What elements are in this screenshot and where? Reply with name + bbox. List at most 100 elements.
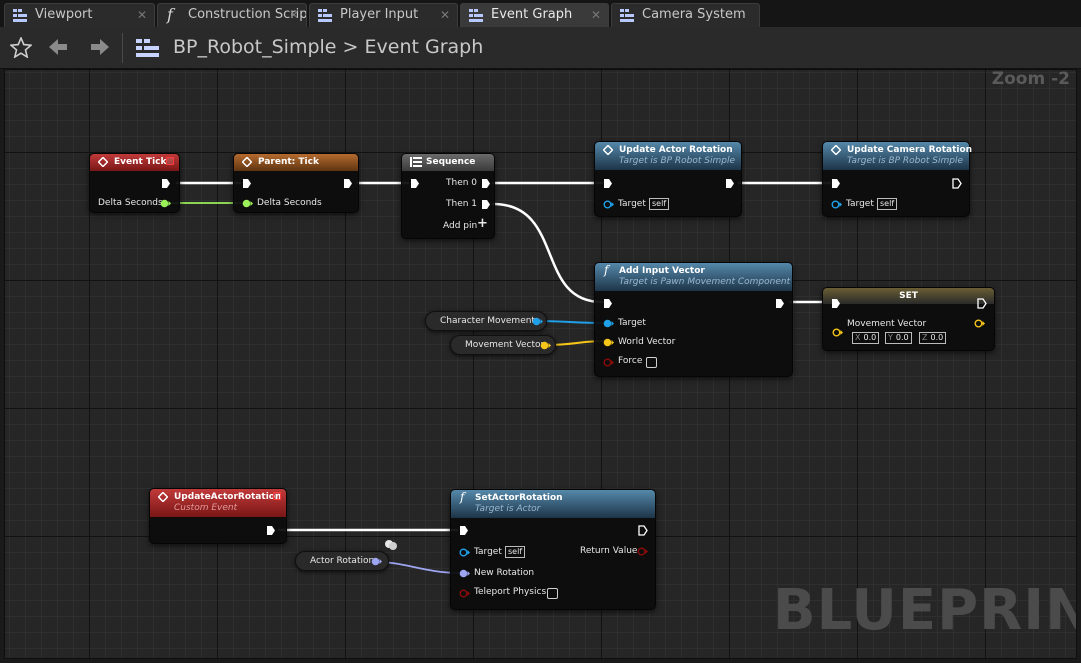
object-pin-icon[interactable]	[532, 317, 543, 326]
force-checkbox[interactable]	[646, 357, 657, 368]
rotator-pin-icon[interactable]	[371, 557, 382, 566]
pin-label: New Rotation	[474, 568, 535, 578]
exec-out-pin-icon[interactable]	[725, 178, 735, 189]
exec-out-pin-icon[interactable]	[161, 178, 171, 189]
tab-camera-system[interactable]: Camera System	[611, 3, 760, 27]
exec-in-pin-icon[interactable]	[831, 298, 841, 309]
self-value: self	[505, 546, 526, 558]
node-title: UpdateActorRotation	[174, 492, 282, 502]
float-pin-icon[interactable]	[160, 199, 171, 208]
tab-event-graph[interactable]: Event Graph ✕	[460, 3, 609, 27]
bool-pin-icon[interactable]	[637, 547, 648, 556]
vector-z-value: 0.0	[930, 333, 944, 342]
blueprint-grid-icon	[136, 39, 159, 57]
add-input-vector-node[interactable]: f Add Input Vector Target is Pawn Moveme…	[594, 262, 793, 377]
close-icon[interactable]: ✕	[590, 8, 601, 22]
rotator-wire	[376, 561, 462, 574]
object-pin-icon[interactable]	[459, 548, 470, 557]
event-tick-node[interactable]: Event Tick Delta Seconds	[89, 153, 180, 213]
plus-icon[interactable]: +	[477, 216, 488, 231]
update-actor-rotation-node[interactable]: Update Actor Rotation Target is BP Robot…	[594, 141, 742, 217]
set-actor-rotation-node[interactable]: f SetActorRotation Target is Actor Targe…	[450, 489, 656, 610]
event-diamond-icon	[831, 145, 841, 155]
close-icon[interactable]: ✕	[288, 8, 299, 22]
tab-label: Construction Scrip	[188, 7, 307, 22]
pin-label: Target	[618, 199, 646, 209]
close-icon[interactable]: ✕	[136, 8, 147, 22]
exec-out-pin-icon[interactable]	[266, 525, 276, 536]
object-pin-icon[interactable]	[603, 319, 614, 328]
breadcrumb-asset[interactable]: BP_Robot_Simple	[173, 36, 337, 58]
node-subtitle: Target is BP Robot Simple	[619, 156, 736, 166]
node-subtitle: Target is BP Robot Simple	[847, 156, 964, 166]
exec-out-pin-icon[interactable]	[481, 178, 491, 189]
exec-in-pin-icon[interactable]	[603, 298, 613, 309]
variable-label: Actor Rotation	[310, 556, 375, 566]
exec-in-pin-icon[interactable]	[242, 178, 252, 189]
parent-tick-node[interactable]: Parent: Tick Delta Seconds	[233, 153, 359, 213]
pin-label: Delta Seconds	[257, 198, 322, 208]
teleport-physics-checkbox[interactable]	[547, 588, 558, 599]
blueprint-grid-icon	[469, 9, 483, 22]
vector-out-pin-icon[interactable]	[974, 319, 985, 328]
bool-pin-icon[interactable]	[459, 589, 470, 598]
pin-label: Return Value	[580, 546, 638, 556]
vector-x-value: 0.0	[863, 333, 877, 342]
self-value: self	[877, 198, 898, 210]
exec-in-pin-icon[interactable]	[603, 178, 613, 189]
float-pin-icon[interactable]	[242, 199, 253, 208]
reroute-knot-icon[interactable]	[384, 539, 398, 551]
actor-rotation-variable[interactable]: Actor Rotation	[295, 551, 389, 571]
tab-construction-script[interactable]: f Construction Scrip ✕	[157, 3, 307, 27]
exec-out-pin-icon[interactable]	[775, 298, 785, 309]
bool-pin-icon[interactable]	[603, 358, 614, 367]
zoom-level: Zoom -2	[991, 69, 1070, 89]
delegate-pin-icon[interactable]	[273, 492, 281, 500]
tab-viewport[interactable]: Viewport ✕	[4, 3, 155, 27]
exec-in-pin-icon[interactable]	[831, 178, 841, 189]
tab-player-input[interactable]: Player Input ✕	[309, 3, 458, 27]
forward-arrow-icon[interactable]	[90, 37, 110, 57]
vector-pin-icon[interactable]	[832, 328, 843, 337]
event-diamond-icon	[242, 157, 252, 167]
exec-out-pin-icon[interactable]	[481, 199, 491, 210]
add-pin-label[interactable]: Add pin	[443, 221, 478, 231]
exec-out-pin-empty-icon[interactable]	[952, 178, 962, 189]
update-camera-rotation-node[interactable]: Update Camera Rotation Target is BP Robo…	[822, 141, 972, 217]
back-arrow-icon[interactable]	[48, 37, 68, 57]
pin-label: Then 0	[446, 178, 478, 188]
rotator-pin-icon[interactable]	[459, 569, 470, 578]
movement-vector-variable[interactable]: Movement Vector	[450, 335, 556, 355]
vector-pin-icon[interactable]	[540, 341, 551, 350]
node-title: Event Tick	[114, 157, 167, 167]
node-subtitle: Custom Event	[174, 503, 238, 513]
node-title: Sequence	[426, 157, 476, 167]
tab-label: Viewport	[35, 7, 93, 22]
node-title: Update Actor Rotation	[619, 145, 733, 155]
update-actor-rotation-event-node[interactable]: UpdateActorRotation Custom Event	[149, 488, 287, 544]
delegate-pin-icon[interactable]	[166, 157, 174, 165]
event-diamond-icon	[98, 157, 108, 167]
exec-in-pin-icon[interactable]	[459, 525, 469, 536]
pin-label: Delta Seconds	[98, 198, 163, 208]
sequence-node[interactable]: Sequence Then 0 Then 1 Add pin +	[401, 153, 495, 239]
pin-label: World Vector	[618, 337, 676, 347]
vector-pin-icon[interactable]	[603, 338, 614, 347]
pin-label: Teleport Physics	[474, 587, 547, 597]
exec-out-pin-empty-icon[interactable]	[977, 298, 987, 309]
exec-in-pin-icon[interactable]	[410, 178, 420, 189]
document-tab-bar: Viewport ✕ f Construction Scrip ✕ Player…	[0, 0, 1081, 27]
exec-out-pin-icon[interactable]	[343, 178, 353, 189]
object-pin-icon[interactable]	[831, 200, 842, 209]
object-pin-icon[interactable]	[603, 200, 614, 209]
star-icon[interactable]	[10, 37, 32, 58]
close-icon[interactable]: ✕	[439, 8, 450, 22]
character-movement-variable[interactable]: Character Movement	[425, 311, 547, 331]
exec-out-pin-empty-icon[interactable]	[638, 525, 648, 536]
sequence-icon	[410, 157, 422, 167]
event-graph-canvas[interactable]: Zoom -2 BLUEPRINT Event Tick Delta Secon…	[4, 69, 1077, 659]
